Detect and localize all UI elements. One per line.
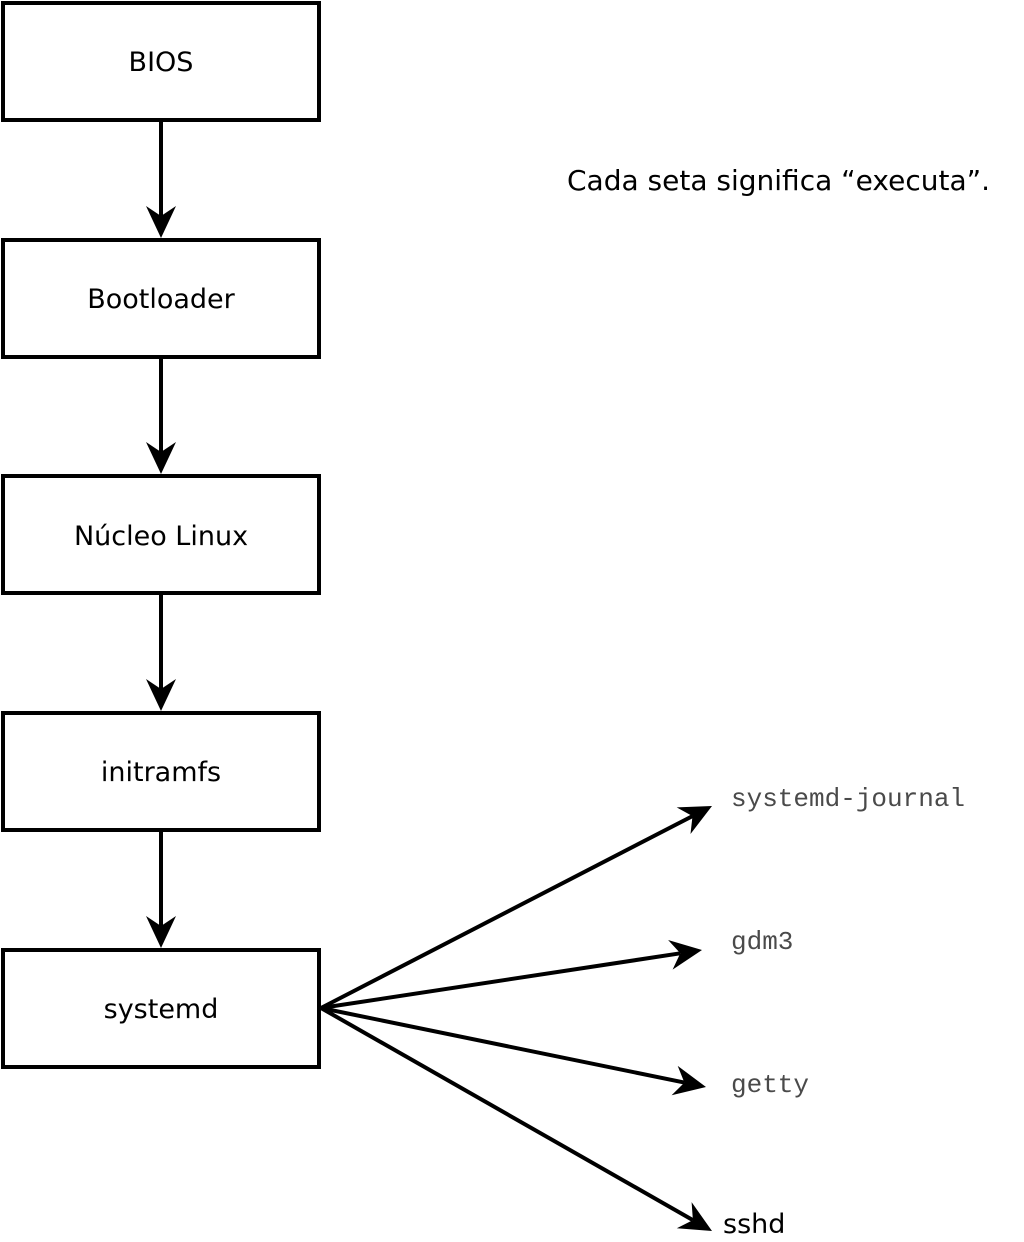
service-getty-label: getty (731, 1070, 809, 1100)
arrow-bootloader-to-kernel (146, 358, 176, 474)
node-kernel-label: Núcleo Linux (74, 521, 248, 552)
arrow-systemd-to-gdm3 (320, 940, 702, 1010)
node-bootloader: Bootloader (1, 238, 321, 359)
node-kernel-box (1, 474, 321, 595)
legend-note: Cada seta significa “executa”. (567, 164, 990, 197)
arrow-systemd-to-gdm3-shaft (320, 951, 681, 1010)
node-bios-box (1, 1, 321, 122)
arrow-initramfs-to-systemd-head (146, 916, 176, 948)
node-bootloader-box (1, 238, 321, 359)
service-gdm3-label: gdm3 (731, 927, 793, 957)
node-systemd: systemd (1, 948, 321, 1069)
node-initramfs-label: initramfs (101, 757, 221, 788)
arrow-systemd-to-sshd (320, 1006, 712, 1231)
node-kernel: Núcleo Linux (1, 474, 321, 595)
node-initramfs-box (1, 711, 321, 832)
node-bios: BIOS (1, 1, 321, 122)
arrow-systemd-to-systemd-journal-head (676, 806, 712, 834)
arrow-systemd-to-getty-head (671, 1065, 706, 1096)
arrow-systemd-to-systemd-journal-shaft (320, 814, 694, 1010)
arrow-systemd-to-getty (320, 1006, 706, 1096)
arrow-systemd-to-sshd-head (676, 1202, 712, 1231)
node-bios-label: BIOS (129, 47, 194, 78)
node-bootloader-label: Bootloader (87, 284, 235, 315)
node-initramfs: initramfs (1, 711, 321, 832)
arrow-kernel-to-initramfs-head (146, 679, 176, 711)
arrow-systemd-to-getty-shaft (320, 1006, 685, 1085)
arrow-bios-to-bootloader-head (146, 206, 176, 238)
node-systemd-label: systemd (104, 994, 219, 1025)
arrow-initramfs-to-systemd (146, 831, 176, 948)
arrow-bootloader-to-kernel-head (146, 442, 176, 474)
arrow-systemd-to-systemd-journal (320, 806, 712, 1010)
service-systemd-journal-label: systemd-journal (731, 784, 965, 814)
arrows-layer (146, 121, 712, 1231)
arrow-systemd-to-sshd-shaft (320, 1006, 694, 1222)
node-systemd-box (1, 948, 321, 1069)
arrow-bios-to-bootloader (146, 121, 176, 238)
service-sshd-label: sshd (723, 1209, 785, 1240)
arrow-systemd-to-gdm3-head (668, 940, 702, 970)
arrow-kernel-to-initramfs (146, 594, 176, 711)
